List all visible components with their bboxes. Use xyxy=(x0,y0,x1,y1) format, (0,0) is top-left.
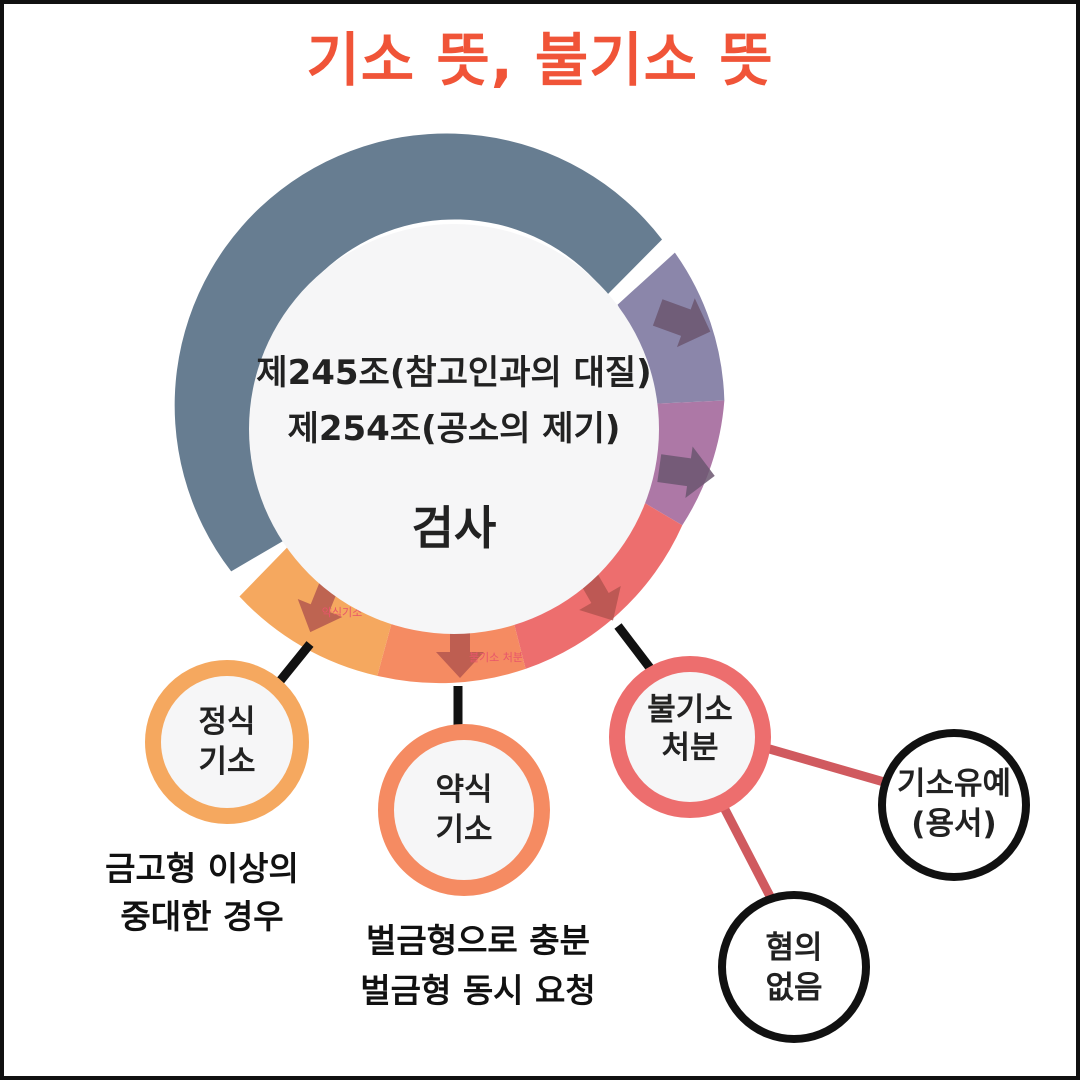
ring-arrows xyxy=(652,298,715,499)
ring-segment-main xyxy=(174,133,663,572)
node-summary-prosecution: 약식 기소 xyxy=(378,724,550,896)
segment-label-nonprosecution: 불기소 처분 xyxy=(469,651,523,664)
page-title: 기소 뜻, 불기소 뜻 xyxy=(306,26,773,94)
arrow-icon xyxy=(657,446,715,499)
node-no-charge: 혐의 없음 xyxy=(718,891,870,1043)
node-label-line2: 처분 xyxy=(661,730,718,766)
connectors xyxy=(272,623,886,907)
connector-no-charge xyxy=(714,793,778,907)
connector-formal xyxy=(272,641,314,689)
description-summary-line2: 벌금형 동시 요청 xyxy=(360,971,596,1010)
center-circle xyxy=(249,224,659,634)
arrow-icon xyxy=(652,298,711,348)
center-line1: 제245조(참고인과의 대질) xyxy=(256,353,651,393)
node-circle xyxy=(609,656,771,818)
node-label-line1: 정식 xyxy=(198,704,255,740)
node-label-line2: 기소 xyxy=(435,812,492,848)
node-circle xyxy=(145,660,309,824)
center-line2: 제254조(공소의 제기) xyxy=(288,409,621,449)
node-label-line1: 기소유예 xyxy=(897,766,1011,802)
node-label-line1: 불기소 xyxy=(647,692,733,728)
arrow-icon xyxy=(297,580,343,633)
node-label-line1: 혐의 xyxy=(765,930,822,966)
node-nonprosecution: 불기소 처분 xyxy=(609,656,771,818)
node-circle xyxy=(718,891,870,1043)
node-suspended-prosecution: 기소유예 (용서) xyxy=(878,729,1030,881)
connector-suspended xyxy=(764,743,886,787)
node-label-line1: 약식 xyxy=(435,772,492,808)
description-formal-line1: 금고형 이상의 xyxy=(105,849,299,888)
description-summary-line1: 벌금형으로 충분 xyxy=(366,921,590,960)
center-main: 검사 xyxy=(412,501,497,555)
arrow-icon xyxy=(436,626,484,678)
description-formal-line2: 중대한 경우 xyxy=(120,897,283,936)
node-circle xyxy=(378,724,550,896)
segment-label-formal: 약식기소 xyxy=(322,605,362,619)
node-label-line2: (용서) xyxy=(911,806,996,842)
connector-nonprosecution xyxy=(614,623,654,671)
node-label-line2: 기소 xyxy=(198,744,255,780)
node-circle xyxy=(878,729,1030,881)
node-formal-prosecution: 정식 기소 xyxy=(145,660,309,824)
node-label-line2: 없음 xyxy=(765,970,822,1006)
